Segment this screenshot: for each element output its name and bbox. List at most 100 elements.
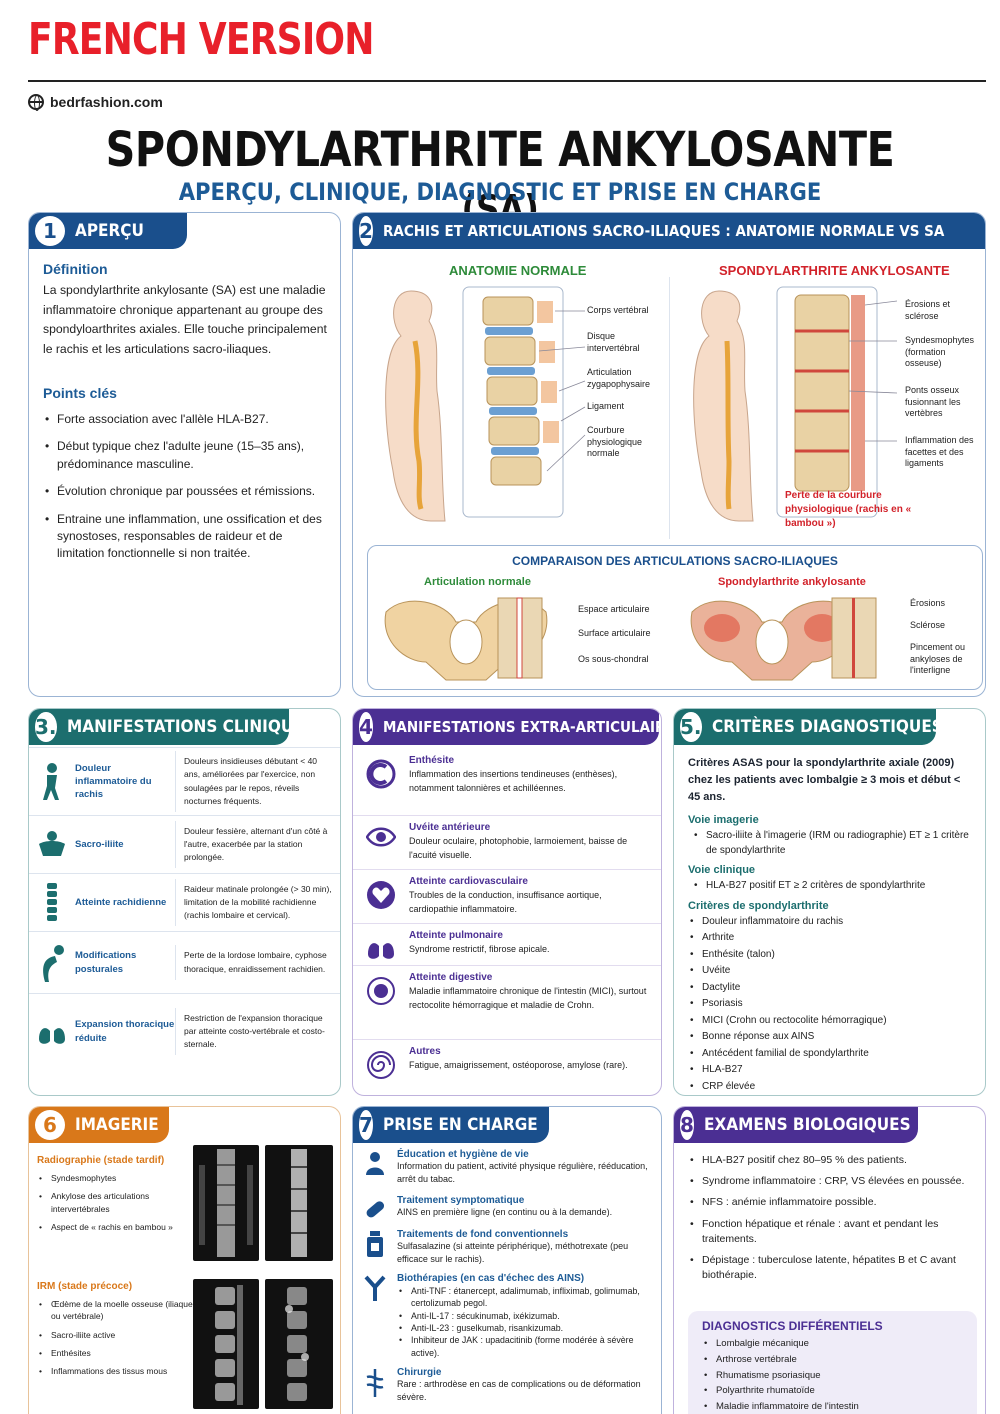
site-link[interactable]: bedrfashion.com [28, 94, 163, 111]
label-bony-bridges: Ponts osseux fusionnant les vertèbres [905, 385, 961, 419]
list-item: Antécédent familial de spondylarthrite [688, 1047, 971, 1062]
list-item: Anti-TNF : étanercept, adalimumab, infli… [397, 1285, 653, 1310]
enthesis-icon [366, 759, 396, 789]
list-item: Sacro-iliite à l'imagerie (IRM ou radiog… [692, 829, 971, 858]
extra-title: Enthésite [409, 755, 455, 766]
caduceus-icon [366, 1369, 384, 1397]
label-vertebral-body: Corps vertébral [587, 305, 649, 315]
section-overview: 1 APERÇU Définition La spondylarthrite a… [28, 212, 341, 697]
extra-desc: Fatigue, amaigrissement, ostéoporose, am… [409, 1060, 628, 1070]
label-joint-surface: Surface articulaire [578, 628, 651, 638]
definition-text: La spondylarthrite ankylosante (SA) est … [43, 283, 327, 356]
clinical-desc: Douleurs insidieuses débutant < 40 ans, … [175, 751, 340, 812]
section-6-header: 6 IMAGERIE [29, 1107, 169, 1143]
list-item: Entraine une inflammation, une ossificat… [43, 511, 328, 563]
imaging-list: Sacro-iliite à l'imagerie (IRM ou radiog… [688, 829, 971, 858]
list-item: HLA-B27 positif ET ≥ 2 critères de spond… [692, 879, 971, 894]
clinical-desc: Raideur matinale prolongée (> 30 min), l… [175, 878, 340, 927]
list-item: Dactylite [688, 981, 971, 996]
list-item: CRP élevée [688, 1080, 971, 1095]
list-item: NFS : anémie inflammatoire possible. [688, 1195, 971, 1210]
key-points-list: Forte association avec l'allèle HLA-B27.… [43, 411, 328, 563]
eye-icon [366, 827, 396, 847]
section-5-header: 5. CRITÈRES DIAGNOSTIQUES [674, 709, 942, 745]
mgmt-title: Traitements de fond conventionnels [397, 1229, 569, 1240]
section-number: 6 [35, 1110, 65, 1140]
extra-title: Autres [409, 1046, 441, 1057]
section-title: RACHIS ET ARTICULATIONS SACRO-ILIAQUES :… [382, 222, 945, 240]
list-item: Dépistage : tuberculose latente, hépatit… [688, 1253, 971, 1283]
mri-image-stir [265, 1279, 333, 1409]
definition-title: Définition [43, 261, 108, 277]
list-item: Début typique chez l'adulte jeune (15–35… [43, 438, 328, 473]
si-normal-title: Articulation normale [424, 576, 531, 588]
label-zygapophyseal: Articulation zygapophysaire [587, 367, 651, 389]
label-normal-curve: Courbure physiologique normale [587, 425, 643, 459]
person-back-pain-icon [43, 762, 59, 800]
section-diagnostic-criteria: 5. CRITÈRES DIAGNOSTIQUES Critères ASAS … [673, 708, 986, 1096]
list-item: Inhibiteur de JAK : upadacitinib (forme … [397, 1334, 653, 1359]
globe-icon [28, 94, 44, 111]
section-title: MANIFESTATIONS EXTRA-ARTICULAIRES [382, 718, 662, 736]
label-joint-space: Espace articulaire [578, 604, 650, 614]
section-title: IMAGERIE [75, 1115, 159, 1135]
list-item: Enthésites [37, 1347, 195, 1360]
biotherapy-list: Anti-TNF : étanercept, adalimumab, infli… [397, 1285, 653, 1359]
spiral-icon [367, 1051, 395, 1079]
section-8-header: 8 EXAMENS BIOLOGIQUES [674, 1107, 918, 1143]
mgmt-title: Biothérapies (en cas d'échec des AINS) [397, 1273, 585, 1284]
pill-icon [366, 1201, 385, 1218]
section-anatomy: 2 RACHIS ET ARTICULATIONS SACRO-ILIAQUES… [352, 212, 986, 697]
extra-desc: Douleur oculaire, photophobie, larmoieme… [409, 836, 628, 860]
heart-icon [367, 881, 395, 909]
list-item: Bonne réponse aux AINS [688, 1030, 971, 1045]
xray-image-lateral [265, 1145, 333, 1261]
lungs-icon [39, 1020, 65, 1044]
antibody-icon [364, 1275, 386, 1301]
site-name: bedrfashion.com [50, 94, 163, 110]
criteria-list: Douleur inflammatoire du rachis Arthrite… [688, 915, 971, 1095]
list-item: Psoriasis [688, 997, 971, 1012]
as-spine-illustration [693, 286, 898, 522]
list-item: Douleur inflammatoire du rachis [688, 915, 971, 930]
medicine-bottle-icon [367, 1231, 383, 1257]
label-subchondral-bone: Os sous-chondral [578, 654, 649, 664]
section-biology: 8 EXAMENS BIOLOGIQUES HLA-B27 positif ch… [673, 1106, 986, 1414]
spine-icon [47, 882, 57, 921]
clinical-name: Douleur inflammatoire du rachis [75, 762, 152, 801]
clinical-pathway-title: Voie clinique [688, 864, 756, 877]
mri-list: Œdème de la moelle osseuse (iliaque ou v… [37, 1298, 195, 1378]
list-item: Ankylose des articulations intervertébra… [37, 1190, 195, 1215]
list-item: Évolution chronique par poussées et rémi… [43, 483, 328, 501]
section-title: APERÇU [75, 221, 144, 241]
label-syndesmophytes: Syndesmophytes (formation osseuse) [905, 335, 975, 369]
label-disc: Disque intervertébral [587, 331, 640, 353]
section-title: MANIFESTATIONS CLINIQUES [66, 717, 315, 737]
section-4-header: 4 MANIFESTATIONS EXTRA-ARTICULAIRES [353, 709, 662, 745]
section-2-header: 2 RACHIS ET ARTICULATIONS SACRO-ILIAQUES… [353, 213, 985, 249]
stooped-posture-icon [43, 944, 64, 982]
criteria-list-title: Critères de spondylarthrite [688, 899, 829, 912]
section-number: 8 [680, 1110, 694, 1140]
list-item: Aspect de « rachis en bambou » [37, 1221, 195, 1234]
label-si-sclerosis: Sclérose [910, 620, 946, 630]
si-as-title: Spondylarthrite ankylosante [718, 576, 866, 588]
section-title: PRISE EN CHARGE [382, 1115, 538, 1135]
list-item: Modifications posturales Perte de la lor… [29, 931, 340, 993]
label-si-narrowing: Pincement ou ankyloses de l'interligne [910, 642, 966, 676]
mgmt-desc: Rare : arthrodèse en cas de complication… [397, 1379, 641, 1402]
pelvis-icon [39, 830, 65, 856]
differential-diagnoses-box: DIAGNOSTICS DIFFÉRENTIELS Lombalgie méca… [688, 1311, 977, 1414]
clinical-desc: Perte de la lordose lombaire, cyphose th… [175, 945, 340, 980]
section-1-header: 1 APERÇU [29, 213, 187, 249]
mgmt-desc: Sulfasalazine (si atteinte périphérique)… [397, 1241, 629, 1264]
section-title: CRITÈRES DIAGNOSTIQUES [711, 717, 943, 737]
clinical-name: Atteinte rachidienne [75, 896, 167, 908]
section-imaging: 6 IMAGERIE Radiographie (stade tardif) S… [28, 1106, 341, 1414]
si-joint-comparison: COMPARAISON DES ARTICULATIONS SACRO-ILIA… [367, 545, 983, 690]
normal-si-joint-illustration [384, 597, 548, 681]
